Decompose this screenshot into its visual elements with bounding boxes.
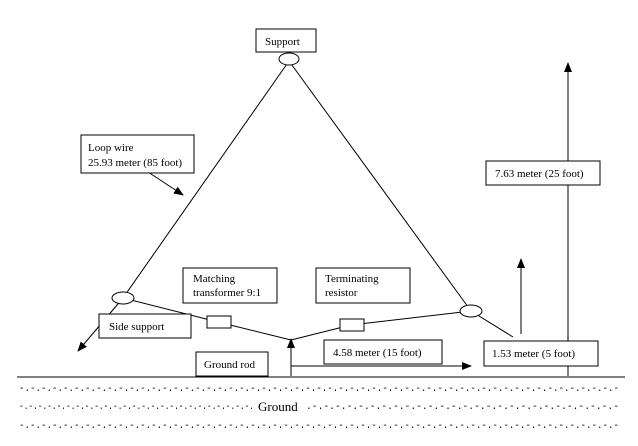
matching-transformer xyxy=(206,315,232,329)
ground-label: Ground xyxy=(258,399,298,414)
support-label-box: Support xyxy=(255,28,317,53)
matching-transformer-label-box: Matching transformer 9:1 xyxy=(182,267,278,304)
left-insulator xyxy=(111,291,135,305)
total-height-label-box: 7.63 meter (25 foot) xyxy=(485,160,601,186)
side-support-label-box: Side support xyxy=(98,313,192,339)
terminating-resistor-label: Terminating xyxy=(325,273,379,285)
loop-wire-label: Loop wire xyxy=(88,142,134,154)
matching-transformer-label: Matching xyxy=(193,273,236,285)
loop-wire-right xyxy=(288,60,472,312)
support-label: Support xyxy=(265,36,300,48)
terminating-resistor-label-box: Terminating resistor xyxy=(315,267,411,304)
ground-pattern-row-3: -.-.-.-.-.-.-.-.-.-.-.-.-.-.-.-.-.-.-.-.… xyxy=(19,421,619,432)
total-height-label: 7.63 meter (25 foot) xyxy=(495,168,584,180)
ground-pattern-row-2-left: -.-.-.-.-.-.-.-.-.-.-.-.-.-.-.-.-.-.-.-.… xyxy=(19,402,254,413)
right-insulator xyxy=(459,304,483,318)
span-label-box: 4.58 meter (15 foot) xyxy=(323,339,443,365)
terminating-resistor-label-2: resistor xyxy=(325,287,358,299)
top-insulator xyxy=(278,52,300,66)
ground-rod-label: Ground rod xyxy=(204,359,256,371)
ground-pattern-row-2-right: .-.-.-.-.-.-.-.-.-.-.-.-.-.-.-.-.-.-.-.-… xyxy=(306,402,619,413)
terminating-resistor xyxy=(339,318,365,332)
loop-wire-label-box: Loop wire 25.93 meter (85 foot) xyxy=(80,134,195,174)
matching-transformer-ratio-label: transformer 9:1 xyxy=(193,287,261,299)
loop-wire-left xyxy=(122,60,290,299)
loop-wire-pointer-arrow xyxy=(147,171,184,196)
loop-wire-length-label: 25.93 meter (85 foot) xyxy=(88,157,182,169)
span-label: 4.58 meter (15 foot) xyxy=(333,347,422,359)
wire-resistor-to-right xyxy=(350,310,472,326)
side-height-label-box: 1.53 meter (5 foot) xyxy=(483,340,599,367)
wire-left-to-transformer xyxy=(122,297,219,323)
ground-pattern-row-1: -.-.-.-.-.-.-.-.-.-.-.-.-.-.-.-.-.-.-.-.… xyxy=(19,384,619,395)
side-height-label: 1.53 meter (5 foot) xyxy=(492,348,575,360)
side-support-label: Side support xyxy=(109,321,164,333)
ground-rod-label-box: Ground rod xyxy=(195,351,269,377)
